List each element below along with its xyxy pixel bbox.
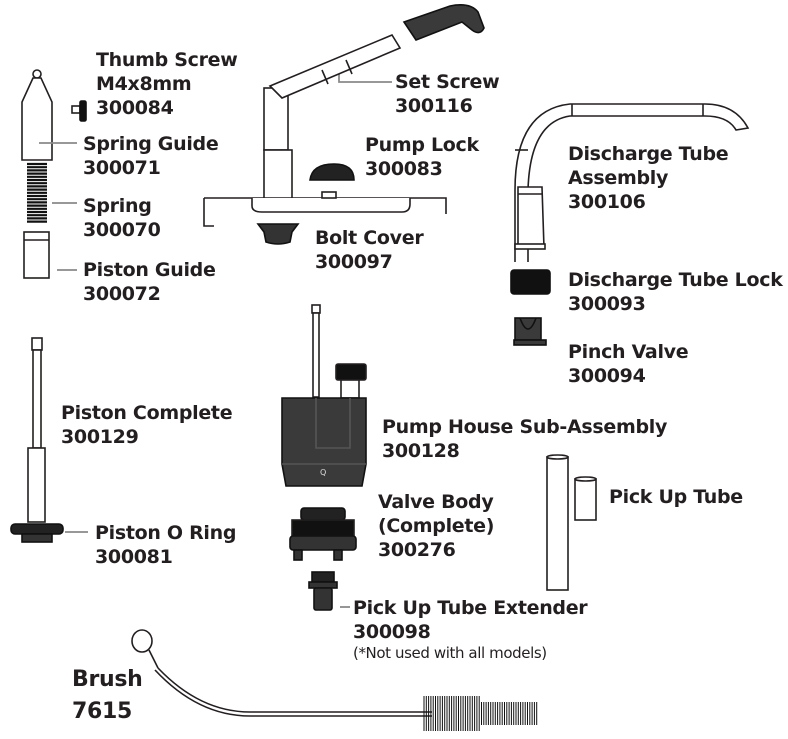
part-name: Valve Body	[378, 491, 494, 513]
label-spring-guide: Spring Guide 300071	[83, 132, 219, 180]
part-number: 300083	[365, 158, 443, 180]
part-name: Pick Up Tube Extender	[353, 597, 588, 619]
part-name: Pinch Valve	[568, 341, 689, 363]
label-spring: Spring 300070	[83, 194, 161, 242]
part-number: 300070	[83, 219, 161, 241]
label-pump-house: Pump House Sub-Assembly 300128	[382, 415, 667, 463]
label-pick-up-tube: Pick Up Tube	[609, 485, 743, 509]
part-name: Piston O Ring	[95, 522, 237, 544]
part-name: Spring	[83, 195, 152, 217]
part-name-line2: (Complete)	[378, 515, 495, 537]
part-note: (*Not used with all models)	[353, 644, 547, 662]
part-number: 300072	[83, 283, 161, 305]
part-number: 300106	[568, 191, 646, 213]
valve-body-drawing	[289, 507, 357, 561]
spring-guide-drawing	[21, 69, 53, 161]
part-number: 300098	[353, 621, 431, 643]
label-pump-lock: Pump Lock 300083	[365, 133, 479, 181]
piston-guide-drawing	[23, 231, 50, 279]
part-name: Piston Guide	[83, 259, 216, 281]
part-number: 300128	[382, 440, 460, 462]
pump-house-drawing: Q	[281, 304, 367, 487]
spring-drawing	[27, 162, 47, 223]
brush-drawing	[131, 629, 538, 731]
part-name-line2: Assembly	[568, 167, 669, 189]
label-pinch-valve: Pinch Valve 300094	[568, 340, 689, 388]
pinch-valve-drawing	[513, 317, 547, 346]
part-name: Brush	[72, 667, 143, 692]
label-piston-complete: Piston Complete 300129	[61, 401, 233, 449]
svg-text:Q: Q	[320, 468, 326, 477]
part-number: 300116	[395, 95, 473, 117]
part-spec: M4x8mm	[96, 73, 192, 95]
part-number: 300129	[61, 426, 139, 448]
part-number: 300081	[95, 546, 173, 568]
part-number: 7615	[72, 699, 133, 724]
label-discharge-tube-assembly: Discharge Tube Assembly 300106	[568, 142, 729, 214]
part-number: 300094	[568, 365, 646, 387]
part-name: Piston Complete	[61, 402, 233, 424]
pump-lock-drawing	[309, 163, 355, 181]
pump-head-drawing	[203, 4, 485, 227]
thumb-screw-drawing	[71, 100, 87, 122]
part-name: Pump Lock	[365, 134, 479, 156]
piston-complete-drawing	[10, 337, 64, 543]
label-valve-body: Valve Body (Complete) 300276	[378, 490, 494, 562]
label-bolt-cover: Bolt Cover 300097	[315, 226, 424, 274]
label-piston-guide: Piston Guide 300072	[83, 258, 216, 306]
discharge-tube-lock-drawing	[510, 269, 551, 295]
bolt-cover-drawing	[256, 223, 300, 245]
label-brush: Brush 7615	[72, 664, 143, 728]
part-name: Pick Up Tube	[609, 486, 743, 508]
label-piston-o-ring: Piston O Ring 300081	[95, 521, 236, 569]
part-number: 300071	[83, 157, 161, 179]
part-name: Set Screw	[395, 71, 500, 93]
part-number: 300276	[378, 539, 456, 561]
part-name: Bolt Cover	[315, 227, 424, 249]
part-number: 300093	[568, 293, 646, 315]
label-pick-up-tube-extender: Pick Up Tube Extender 300098 (*Not used …	[353, 596, 588, 662]
part-name: Thumb Screw	[96, 49, 238, 71]
part-name: Discharge Tube Lock	[568, 269, 783, 291]
part-number: 300097	[315, 251, 393, 273]
pick-up-tube-extender-drawing	[308, 571, 338, 611]
part-number: 300084	[96, 97, 174, 119]
label-set-screw: Set Screw 300116	[395, 70, 500, 118]
part-name: Spring Guide	[83, 133, 219, 155]
part-name: Discharge Tube	[568, 143, 729, 165]
discharge-tube-drawing	[514, 103, 750, 262]
label-discharge-tube-lock: Discharge Tube Lock 300093	[568, 268, 783, 316]
label-thumb-screw: Thumb Screw M4x8mm 300084	[96, 48, 238, 120]
pick-up-tube-drawing	[546, 454, 597, 591]
part-name: Pump House Sub-Assembly	[382, 416, 668, 438]
